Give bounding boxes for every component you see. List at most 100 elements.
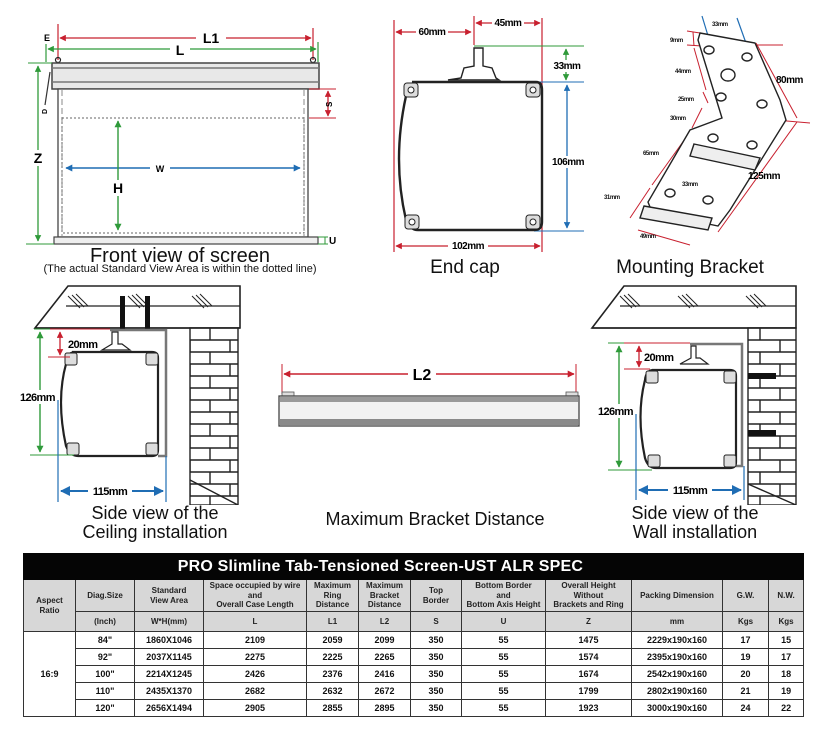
- table-cell: 3000x190x160: [631, 699, 723, 717]
- unit-l2: L2: [358, 611, 411, 632]
- table-cell: 2632: [306, 682, 359, 700]
- header-gw: G.W.: [722, 579, 769, 612]
- bracket-dim-a: 9mm: [670, 38, 683, 44]
- table-cell: 1674: [545, 665, 632, 683]
- header-diag-size: Diag.Size: [75, 579, 135, 612]
- ceiling-dim-height: 126mm: [20, 392, 56, 404]
- front-view-diagram: L1 L E D S Z W H U: [26, 24, 336, 247]
- label-l2: L2: [413, 367, 432, 384]
- table-cell: 350: [410, 682, 462, 700]
- table-cell: 19: [722, 648, 769, 666]
- table-cell: 350: [410, 665, 462, 683]
- bracket-dim-d: 30mm: [670, 116, 686, 122]
- wall-dim-gap: 20mm: [644, 352, 674, 364]
- table-cell: 55: [461, 648, 546, 666]
- table-cell: 84": [75, 631, 135, 649]
- bracket-dim-bottom-spacing: 33mm: [682, 182, 698, 188]
- end-cap-body: [397, 80, 544, 232]
- wall-install-title-line2: Wall installation: [632, 521, 758, 542]
- table-cell: 2802x190x160: [631, 682, 723, 700]
- end-cap-dim-right: 45mm: [495, 18, 523, 29]
- label-e: E: [44, 33, 50, 43]
- unit-view: W*H(mm): [134, 611, 204, 632]
- table-cell: 1799: [545, 682, 632, 700]
- table-cell: 2426: [203, 665, 307, 683]
- bracket-dim-c: 25mm: [678, 97, 694, 103]
- unit-u: U: [461, 611, 546, 632]
- wall-dim-height: 126mm: [598, 406, 634, 418]
- bracket-dim-e: 65mm: [643, 151, 659, 157]
- ceiling-dim-gap: 20mm: [68, 339, 98, 351]
- bracket-dim-upper-length: 80mm: [776, 75, 804, 86]
- table-cell: 2395x190x160: [631, 648, 723, 666]
- end-cap-dim-top: 33mm: [554, 61, 582, 72]
- wall-dim-depth: 115mm: [673, 485, 708, 497]
- end-cap-dim-width: 102mm: [452, 241, 485, 252]
- ceiling-install-diagram: 20mm 126mm 115mm: [18, 285, 241, 505]
- front-view-note: (The actual Standard View Area is within…: [43, 263, 317, 275]
- unit-nw: Kgs: [767, 611, 805, 632]
- table-cell: 2059: [306, 631, 359, 649]
- table-cell: 22: [767, 699, 805, 717]
- table-cell: 1574: [545, 648, 632, 666]
- label-z: Z: [34, 150, 43, 166]
- table-cell: 2682: [203, 682, 307, 700]
- view-area-dotted: [61, 117, 305, 234]
- end-cap-dim-height: 106mm: [552, 157, 585, 168]
- table-cell: 1923: [545, 699, 632, 717]
- table-cell: 21: [722, 682, 769, 700]
- table-cell: 24: [722, 699, 769, 717]
- table-cell: 350: [410, 648, 462, 666]
- wall-install-title-line1: Side view of the: [631, 503, 759, 523]
- label-w: W: [156, 164, 165, 174]
- table-cell: 2542x190x160: [631, 665, 723, 683]
- bracket-dim-bottom-width: 49mm: [640, 234, 656, 240]
- label-d: D: [42, 109, 49, 114]
- table-cell: 17: [767, 648, 805, 666]
- label-l: L: [176, 42, 185, 58]
- unit-diag: (Inch): [75, 611, 135, 632]
- table-cell: 15: [767, 631, 805, 649]
- ceiling-install-title-line1: Side view of the: [91, 503, 219, 523]
- table-cell: 2672: [358, 682, 411, 700]
- unit-l: L: [203, 611, 307, 632]
- table-cell: 100": [75, 665, 135, 683]
- table-cell: 2855: [306, 699, 359, 717]
- end-cap-dim-left: 60mm: [419, 27, 447, 38]
- label-h: H: [113, 180, 123, 196]
- table-cell: 2229x190x160: [631, 631, 723, 649]
- table-cell: 1860X1046: [134, 631, 204, 649]
- table-cell: 2435X1370: [134, 682, 204, 700]
- label-l1: L1: [203, 30, 220, 46]
- table-cell: 2416: [358, 665, 411, 683]
- table-cell: 120": [75, 699, 135, 717]
- bracket-dim-f: 31mm: [604, 195, 620, 201]
- table-cell: 20: [722, 665, 769, 683]
- header-nw: N.W.: [767, 579, 805, 612]
- table-cell: 2275: [203, 648, 307, 666]
- aspect-ratio-cell: 16:9: [23, 631, 76, 717]
- ceiling-install-title-line2: Ceiling installation: [82, 521, 228, 542]
- ceiling-install-title: Side view of the Ceiling installation: [70, 504, 240, 542]
- screen-case: [51, 62, 320, 90]
- table-cell: 2265: [358, 648, 411, 666]
- table-cell: 2099: [358, 631, 411, 649]
- bracket-dim-lower-length: 125mm: [748, 171, 781, 182]
- front-view-title: Front view of screen: [89, 245, 271, 267]
- bracket-dim-top-spacing: 33mm: [712, 22, 728, 28]
- table-cell: 17: [722, 631, 769, 649]
- table-cell: 110": [75, 682, 135, 700]
- end-cap-title: End cap: [430, 257, 500, 278]
